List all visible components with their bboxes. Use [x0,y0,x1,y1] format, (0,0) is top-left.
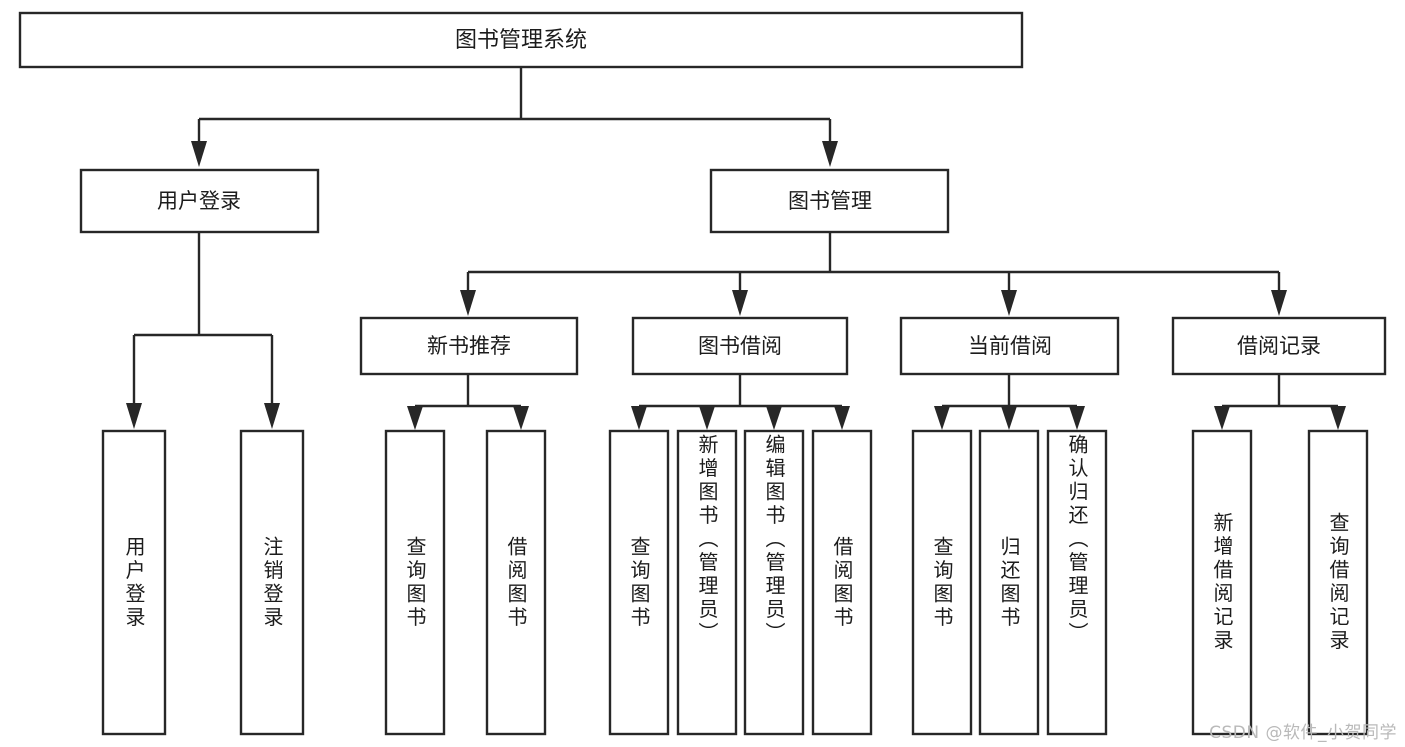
arrow-head-leaf-confirm-return [1069,406,1085,430]
node-user-login-box[interactable] [79,168,320,234]
node-user-login[interactable]: 用户登录 [79,168,320,234]
arrow-head-new-book-recommend [460,290,476,316]
leaf-box-query-record[interactable] [1307,429,1369,736]
node-borrow-record-label: 借阅记录 [1237,334,1321,358]
arrow-head-leaf-query-record [1330,406,1346,430]
connector-group-current-borrow [934,374,1085,430]
leaf-box-add-book[interactable] [676,429,738,736]
node-current-borrow[interactable]: 当前借阅 [899,316,1120,376]
arrow-head-book-manage [822,141,838,167]
arrow-head-leaf-query-book-2 [631,406,647,430]
arrow-head-leaf-query-book-1 [407,406,423,430]
node-borrow-record-box[interactable] [1171,316,1387,376]
connector-group-new-book-recommend [407,374,529,430]
arrow-head-leaf-return-book [1001,406,1017,430]
node-new-book-recommend-label: 新书推荐 [427,334,511,358]
arrow-head-leaf-query-book-3 [934,406,950,430]
node-book-borrow-label: 图书借阅 [698,334,782,358]
csdn-watermark: CSDN @软件_小贺同学 [1209,723,1397,743]
connector-group-book-borrow [631,374,850,430]
connector-group-book-manage [460,232,1287,316]
leaf-box-user-logout[interactable] [239,429,305,736]
node-borrow-record[interactable]: 借阅记录 [1171,316,1387,376]
leaf-box-query-book-3[interactable] [911,429,973,736]
node-root-system[interactable]: 图书管理系统 [18,11,1024,69]
node-current-borrow-box[interactable] [899,316,1120,376]
node-root-box[interactable] [18,11,1024,69]
leaf-box-query-book-2[interactable] [608,429,670,736]
arrow-head-leaf-edit-book [766,406,782,430]
arrow-head-leaf-borrow-book-1 [513,406,529,430]
leaf-box-edit-book[interactable] [743,429,805,736]
arrow-head-leaf-add-record [1214,406,1230,430]
node-root-label: 图书管理系统 [455,28,587,53]
node-book-manage[interactable]: 图书管理 [709,168,950,234]
arrow-head-leaf-add-book [699,406,715,430]
connector-group-borrow-record [1214,374,1346,430]
leaf-box-borrow-book-1[interactable] [485,429,547,736]
arrow-head-leaf-borrow-book-2 [834,406,850,430]
arrow-head-book-borrow [732,290,748,316]
node-current-borrow-label: 当前借阅 [968,334,1052,358]
arrow-head-borrow-record [1271,290,1287,316]
leaf-box-borrow-book-2[interactable] [811,429,873,736]
leaf-box-confirm-return[interactable] [1046,429,1108,736]
leaf-box-query-book-1[interactable] [384,429,446,736]
leaf-box-return-book[interactable] [978,429,1040,736]
node-book-borrow[interactable]: 图书借阅 [631,316,849,376]
node-book-manage-box[interactable] [709,168,950,234]
arrow-head-leaf-user-logout [264,403,280,429]
node-book-borrow-box[interactable] [631,316,849,376]
arrow-head-current-borrow [1001,290,1017,316]
node-new-book-recommend[interactable]: 新书推荐 [359,316,579,376]
node-user-login-label: 用户登录 [157,189,241,213]
node-new-book-recommend-box[interactable] [359,316,579,376]
arrow-head-leaf-user-login [126,403,142,429]
connector-group-root [191,67,838,167]
leaf-box-user-login[interactable] [101,429,167,736]
arrow-head-user-login [191,141,207,167]
node-book-manage-label: 图书管理 [788,189,872,213]
connector-group-user-login [126,232,280,429]
leaf-box-add-record[interactable] [1191,429,1253,736]
